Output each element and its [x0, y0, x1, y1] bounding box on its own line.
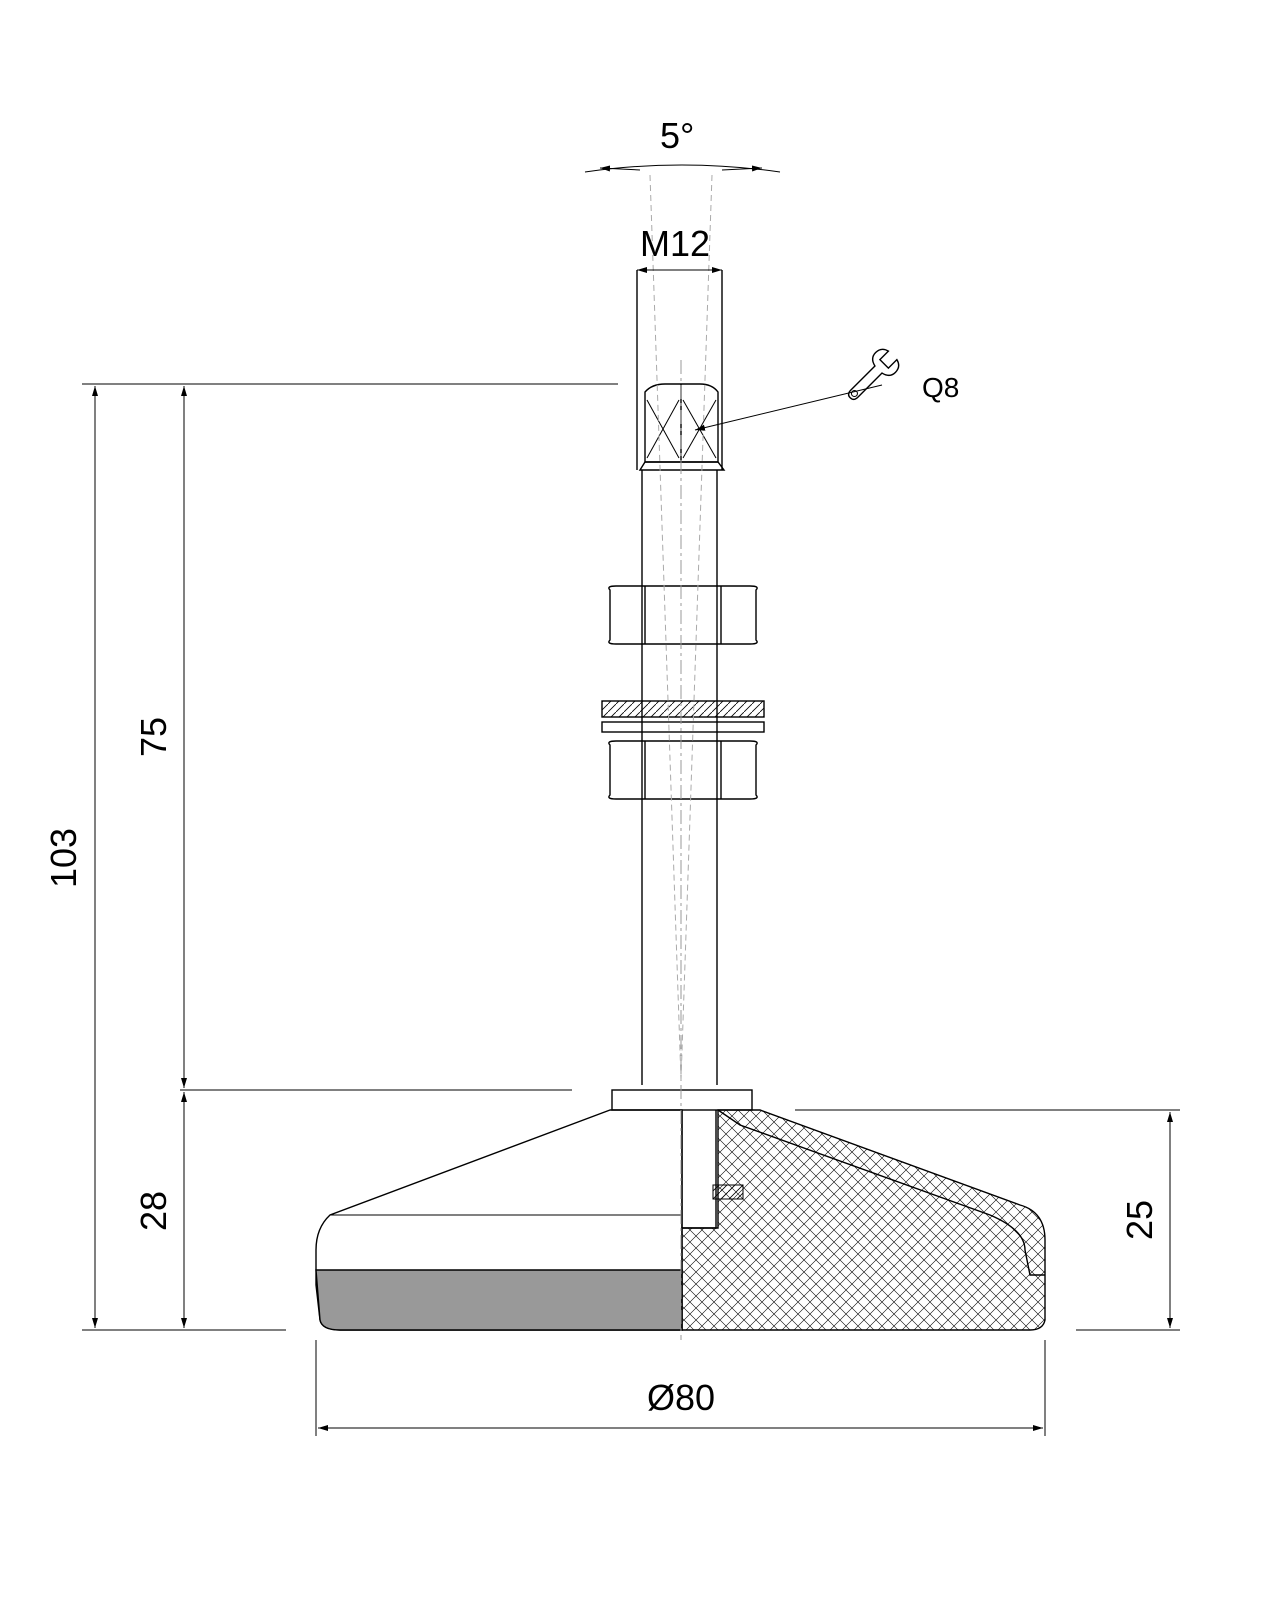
angle-label: 5° [660, 115, 694, 156]
thread-label: M12 [640, 223, 710, 264]
center-lines [649, 174, 713, 1340]
diameter-label: Ø80 [647, 1377, 715, 1418]
height-25-label: 25 [1119, 1200, 1160, 1240]
wrench-callout [694, 348, 900, 431]
collar [611, 1089, 753, 1111]
lower-nut [608, 740, 758, 800]
extension-lines [82, 383, 1180, 1436]
wrench-icon [847, 348, 900, 401]
angle-dimension [584, 164, 781, 173]
height-75-label: 75 [133, 717, 174, 757]
height-103-label: 103 [43, 828, 84, 888]
washer [601, 700, 765, 733]
upper-nut [608, 585, 758, 645]
height-28-label: 28 [133, 1191, 174, 1231]
rubber-pad [315, 1269, 683, 1331]
base [315, 1109, 1046, 1331]
hex-drive-end [638, 383, 726, 471]
wrench-label: Q8 [922, 372, 959, 403]
threaded-stud [636, 270, 723, 1085]
